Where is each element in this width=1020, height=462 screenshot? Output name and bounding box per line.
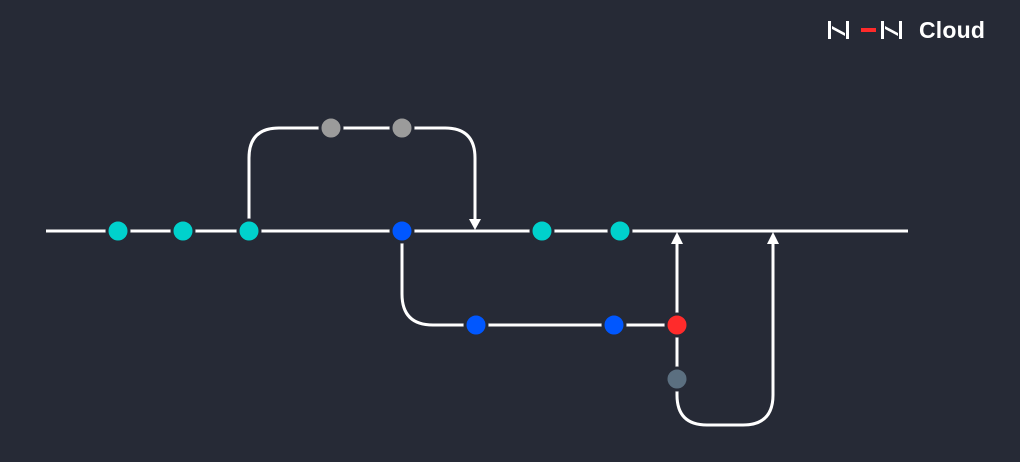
commit-feature-2 xyxy=(601,312,627,338)
tail-branch-line xyxy=(675,240,775,427)
commit-feature-1 xyxy=(463,312,489,338)
commit-main-1 xyxy=(105,218,131,244)
commit-upper-2 xyxy=(389,115,415,141)
commit-main-4 xyxy=(529,218,555,244)
commit-main-3 xyxy=(236,218,262,244)
commit-tail xyxy=(664,366,690,392)
lower-branch-line xyxy=(400,231,677,327)
commit-main-5 xyxy=(607,218,633,244)
commit-hotfix xyxy=(664,312,690,338)
nhn-logo-mark-icon xyxy=(828,21,902,39)
commit-feature-start xyxy=(389,218,415,244)
upper-branch-line xyxy=(247,126,477,231)
nhn-cloud-logo: Cloud xyxy=(828,14,985,46)
merge-arrow-up-icon xyxy=(671,232,683,244)
commit-upper-1 xyxy=(318,115,344,141)
merge-arrow-up-icon xyxy=(767,232,779,244)
commit-main-2 xyxy=(170,218,196,244)
merge-arrow-down-icon xyxy=(469,219,481,230)
brand-name: Cloud xyxy=(919,17,986,43)
